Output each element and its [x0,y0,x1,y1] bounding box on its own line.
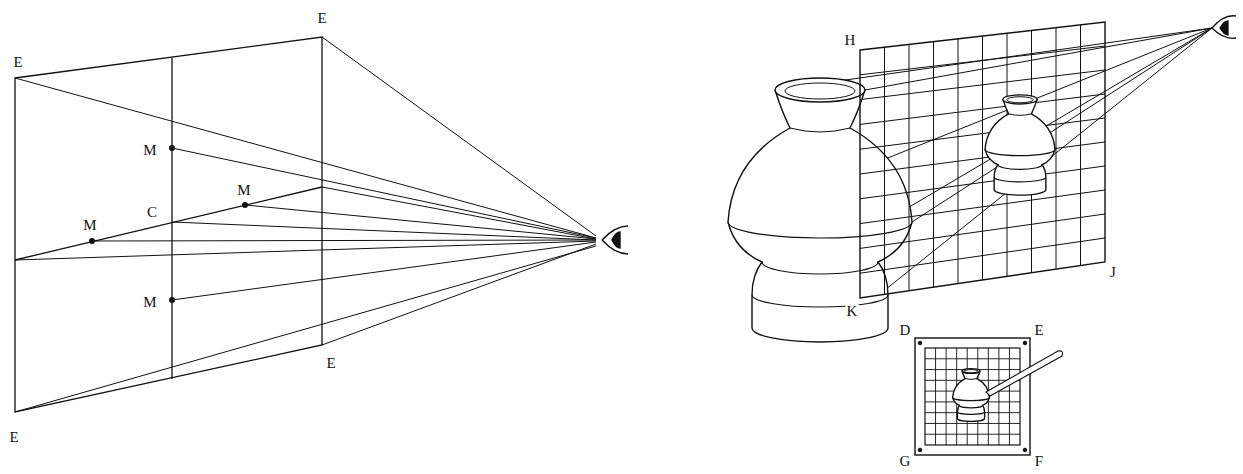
grid-line [935,348,936,445]
grid-line [925,358,1020,359]
point-letter: M [142,295,157,310]
corner-letter: E [325,356,336,371]
rays-right [728,28,1212,342]
center-letter: C [146,205,158,220]
grid-line [860,142,1105,174]
grid-line [1056,28,1057,270]
point-letter: M [142,143,157,158]
eye-symbol-right [1212,16,1236,39]
corner-letter: J [1109,265,1117,280]
grid-line [1080,25,1081,266]
eye-symbol [602,226,628,254]
corner-letter: E [316,11,327,26]
drawing-frame [915,338,1030,455]
marked-points [89,145,248,303]
visual-rays [15,37,596,412]
corner-letter: F [1034,454,1044,469]
grid-line [860,190,1105,224]
corner-letter: G [899,454,912,469]
corner-letter: E [1033,323,1044,338]
grid-line [925,434,1020,435]
point-letter: M [82,218,97,233]
grid-line [946,348,947,445]
grid-line [860,238,1105,273]
drawn-vase [953,369,990,422]
corner-letter: E [8,430,19,445]
corner-letter: H [844,33,857,48]
grid-line [925,423,1020,424]
picture-plane [15,37,322,412]
corner-letter: K [846,304,859,319]
point-letter: M [236,183,251,198]
grid-plane [860,22,1105,298]
grid-line [998,348,999,445]
projected-vase [985,95,1055,195]
grid-line [1009,348,1010,445]
corner-letter: D [899,323,912,338]
pencil [986,351,1063,396]
corner-letter: E [12,55,23,70]
grid-line [860,166,1105,199]
